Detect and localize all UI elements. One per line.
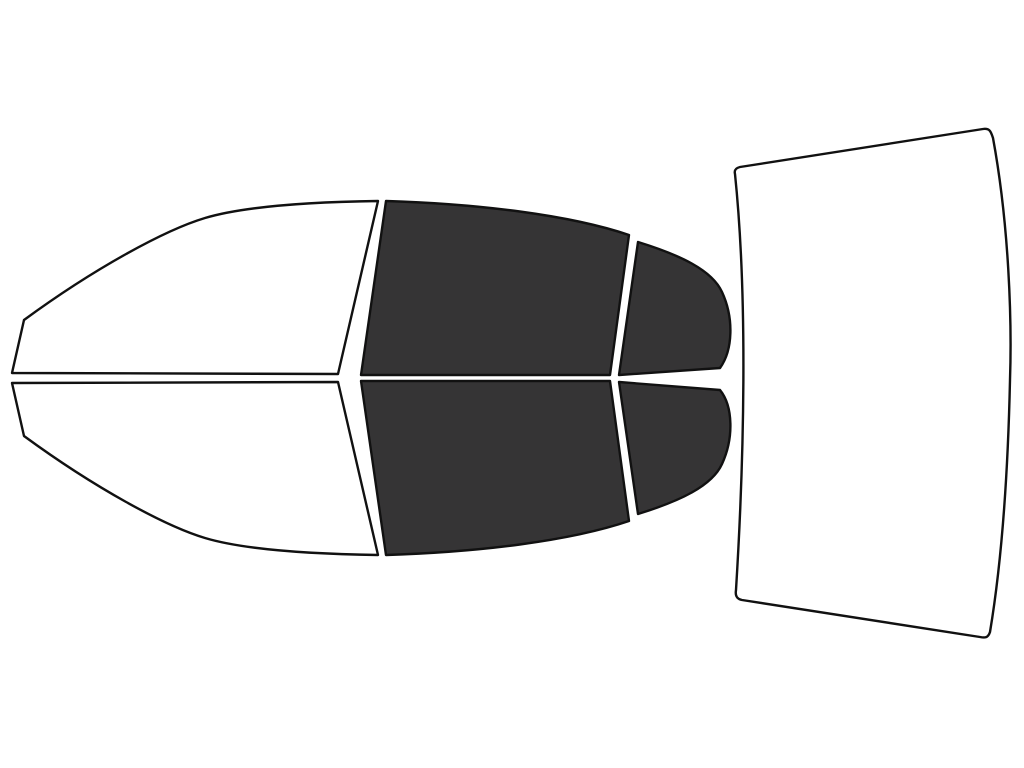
- rear-quarter-left-window-tinted[interactable]: [617, 240, 732, 377]
- front-left-window-untinted[interactable]: [10, 199, 380, 376]
- rear-right-window-tinted[interactable]: [359, 379, 631, 557]
- rear-quarter-right-window-tinted[interactable]: [617, 380, 732, 516]
- rear-left-window-tinted[interactable]: [359, 199, 631, 377]
- back-windshield-untinted[interactable]: [733, 127, 1012, 639]
- front-right-window-untinted[interactable]: [10, 380, 380, 557]
